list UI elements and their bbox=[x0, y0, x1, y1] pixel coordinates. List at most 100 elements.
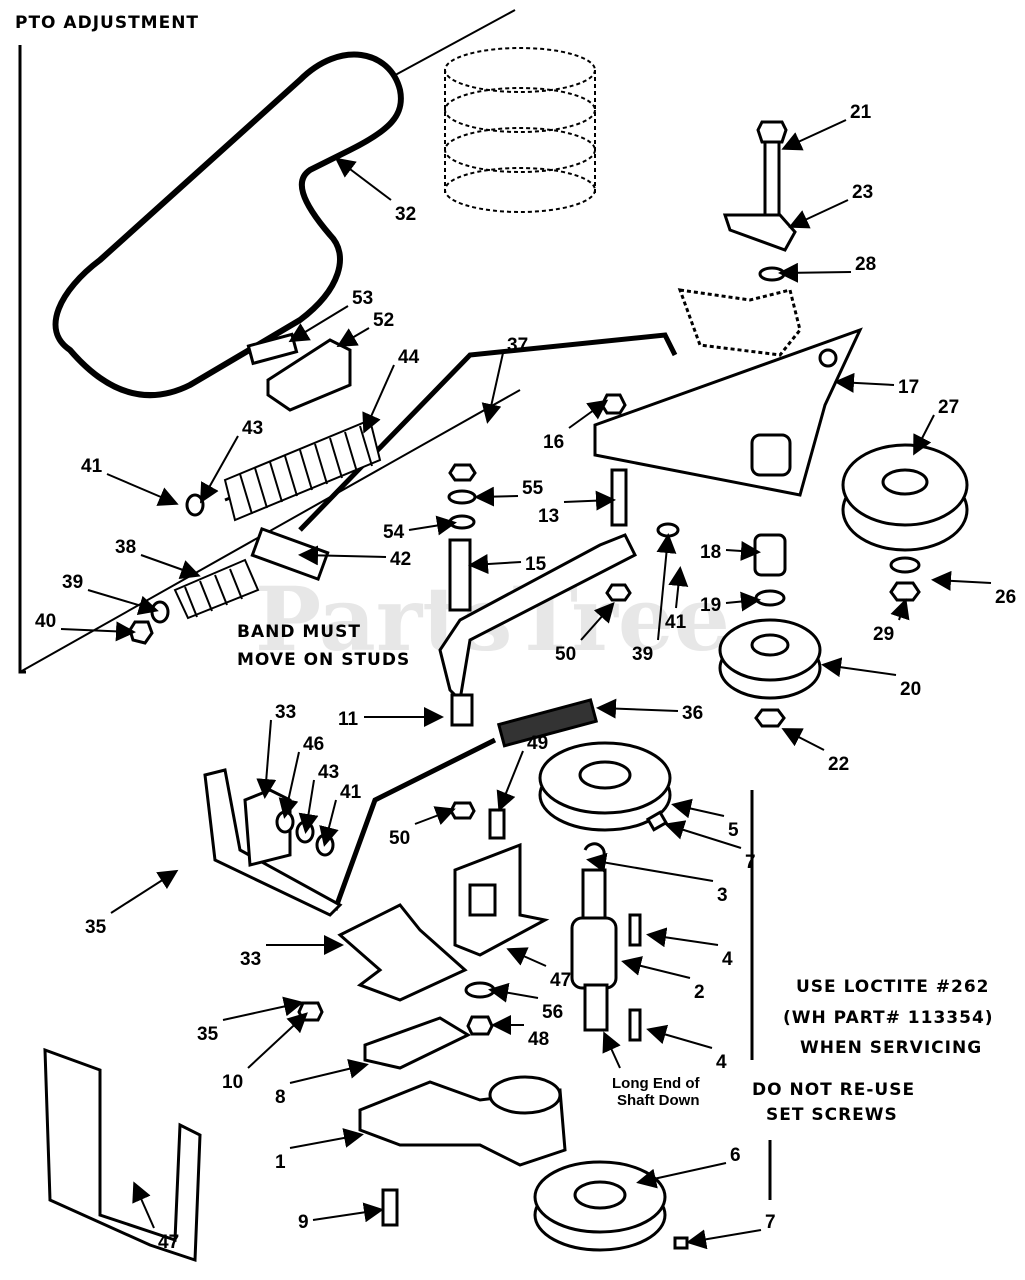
spring-44 bbox=[223, 418, 382, 522]
callout-label: 53 bbox=[352, 288, 373, 309]
spacer-11 bbox=[450, 693, 474, 727]
callout-arrow bbox=[414, 806, 456, 826]
nut-48 bbox=[466, 1015, 494, 1036]
loctite-note-line3: WHEN SERVICING bbox=[800, 1038, 982, 1058]
callout-label: 39 bbox=[62, 572, 83, 593]
callout-label: 35 bbox=[197, 1024, 219, 1045]
callout-label: 50 bbox=[389, 828, 410, 849]
callout-arrow bbox=[781, 119, 847, 151]
callout-arrow bbox=[474, 486, 519, 507]
callout-label: 23 bbox=[852, 182, 873, 203]
nut-16b bbox=[448, 463, 477, 482]
callout-label: 4 bbox=[716, 1052, 727, 1073]
washer-39 bbox=[150, 600, 170, 624]
callout-arrow bbox=[913, 414, 935, 456]
callout-label: 36 bbox=[682, 703, 703, 724]
callout-label: 55 bbox=[522, 478, 544, 499]
nut-29 bbox=[889, 581, 921, 602]
set-screw-7b bbox=[673, 1236, 689, 1250]
callout-arrow bbox=[408, 515, 457, 536]
spring-38 bbox=[173, 558, 260, 620]
callout-arrow bbox=[596, 698, 679, 719]
washer-56 bbox=[464, 981, 496, 999]
callout-arrow bbox=[256, 719, 277, 799]
callout-arrow bbox=[298, 779, 319, 834]
callout-label: 41 bbox=[665, 612, 687, 633]
callout-arrow bbox=[247, 1012, 308, 1069]
callout-arrow bbox=[334, 157, 392, 201]
callout-label: 28 bbox=[855, 254, 876, 275]
callout-arrow bbox=[336, 327, 370, 348]
band-note-line2: MOVE ON STUDS bbox=[237, 650, 410, 670]
callout-label: 3 bbox=[717, 885, 728, 906]
shaft-2 bbox=[570, 868, 618, 1032]
callout-label: 52 bbox=[373, 310, 394, 331]
pulley-20 bbox=[718, 618, 822, 700]
pulley-6 bbox=[533, 1160, 667, 1252]
nut-16 bbox=[600, 393, 627, 415]
callout-label: 9 bbox=[298, 1212, 309, 1233]
callout-arrow bbox=[60, 621, 136, 642]
callout-label: 38 bbox=[115, 537, 136, 558]
callout-label: 42 bbox=[390, 549, 411, 570]
callout-arrow bbox=[200, 435, 239, 504]
callout-arrow bbox=[725, 591, 761, 612]
washer-43 bbox=[185, 493, 205, 517]
callout-label: 47 bbox=[158, 1232, 179, 1253]
callout-arrow bbox=[788, 199, 849, 229]
callout-arrow bbox=[110, 869, 179, 914]
callout-arrow bbox=[621, 956, 691, 979]
callout-label: 5 bbox=[728, 820, 739, 841]
housing-1 bbox=[358, 1075, 567, 1167]
belt-32 bbox=[52, 51, 404, 399]
shaft-note-line2: Shaft Down bbox=[617, 1092, 700, 1109]
callout-arrow bbox=[288, 305, 349, 343]
callout-label: 49 bbox=[527, 733, 548, 754]
stud-13 bbox=[610, 468, 628, 527]
callout-arrow bbox=[834, 372, 895, 393]
washer-19 bbox=[754, 589, 786, 607]
callout-arrow bbox=[278, 751, 300, 819]
callout-arrow bbox=[140, 554, 201, 580]
callout-label: 17 bbox=[898, 377, 919, 398]
callout-arrow bbox=[778, 262, 852, 283]
band-note-line1: BAND MUST bbox=[237, 622, 361, 642]
callout-arrow bbox=[890, 598, 910, 621]
callout-arrow bbox=[468, 554, 522, 575]
rod-37 bbox=[298, 332, 678, 532]
key-4b bbox=[628, 1008, 642, 1042]
callout-label: 39 bbox=[632, 644, 653, 665]
callout-label: 7 bbox=[745, 852, 756, 873]
nut-22 bbox=[754, 708, 786, 728]
bracket-52 bbox=[266, 338, 352, 412]
bolt-9 bbox=[381, 1188, 399, 1227]
callout-arrow bbox=[106, 473, 179, 506]
callout-arrow bbox=[289, 1059, 369, 1084]
spacer-17 bbox=[750, 433, 792, 477]
callout-arrow bbox=[488, 982, 539, 1003]
callout-label: 44 bbox=[398, 347, 420, 368]
callout-label: 7 bbox=[765, 1212, 776, 1233]
callout-arrow bbox=[931, 570, 992, 591]
callout-label: 29 bbox=[873, 624, 894, 645]
callout-layer: 2123281727262920221918165554131539415032… bbox=[35, 102, 1016, 1253]
callout-arrow bbox=[781, 728, 825, 751]
callout-label: 40 bbox=[35, 611, 56, 632]
callout-arrow bbox=[496, 750, 524, 812]
callout-label: 27 bbox=[938, 397, 959, 418]
callout-arrow bbox=[821, 657, 897, 678]
nut-50 bbox=[605, 583, 632, 602]
callout-label: 6 bbox=[730, 1145, 741, 1166]
clamp-23 bbox=[722, 213, 797, 252]
callout-label: 11 bbox=[338, 709, 359, 730]
diagram-title: PTO ADJUSTMENT bbox=[15, 13, 199, 33]
plate-8 bbox=[363, 1016, 472, 1070]
callout-label: 18 bbox=[700, 542, 721, 563]
callout-label: 1 bbox=[275, 1152, 286, 1173]
washer-54 bbox=[448, 514, 476, 530]
loctite-note-line2: (WH PART# 113354) bbox=[783, 1008, 994, 1028]
callout-arrow bbox=[664, 820, 742, 849]
callout-label: 41 bbox=[81, 456, 103, 477]
callout-label: 32 bbox=[395, 204, 416, 225]
